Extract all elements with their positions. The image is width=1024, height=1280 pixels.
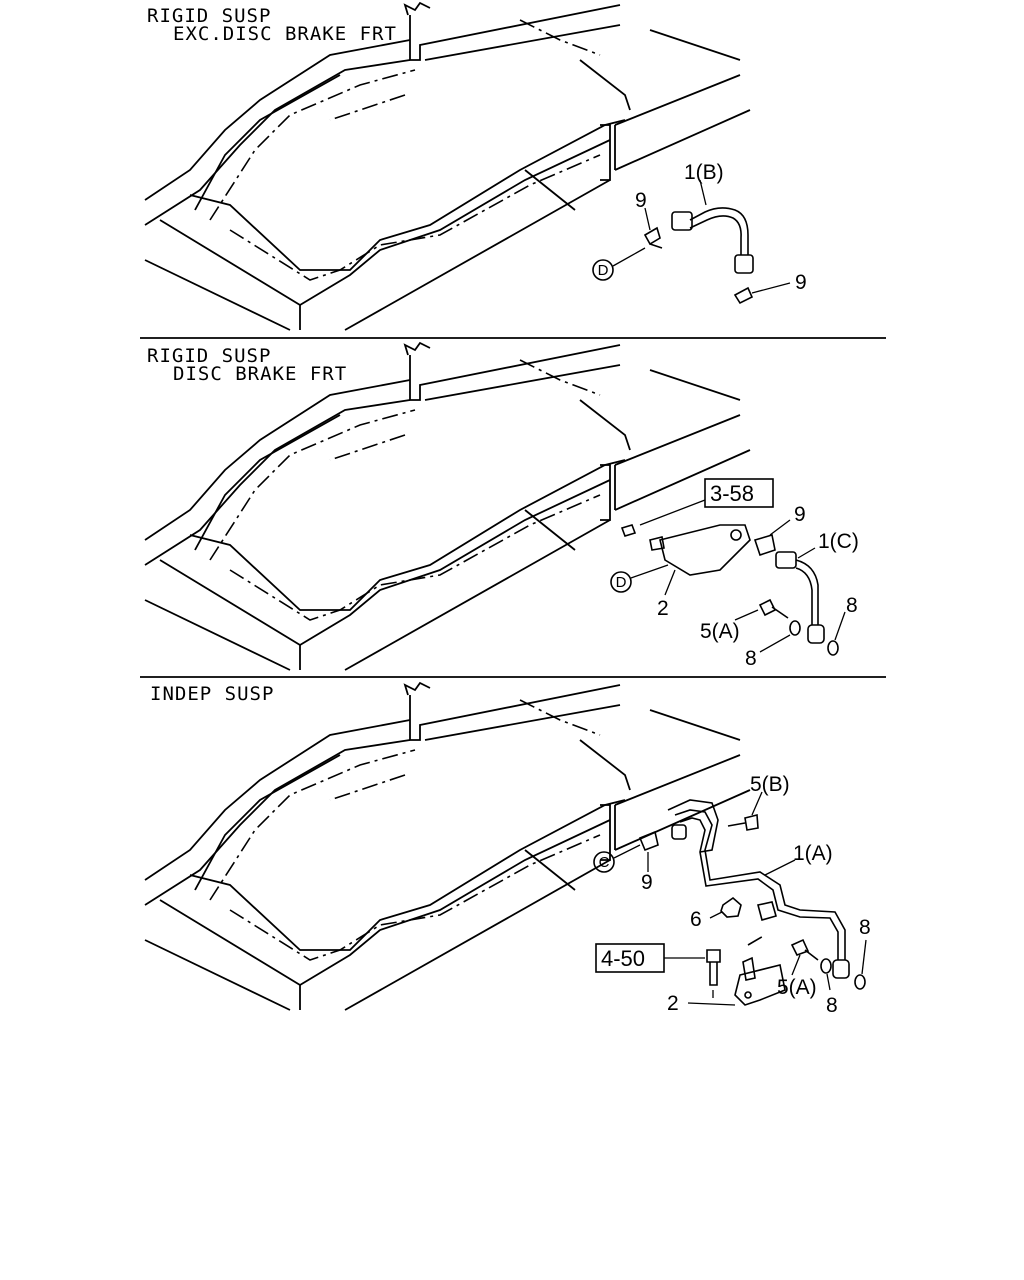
callout-6: 6 xyxy=(690,908,702,931)
washer-8a xyxy=(789,620,801,636)
bolt-4-50 xyxy=(706,949,721,998)
frame-illustration xyxy=(144,682,751,1011)
callout-5b: 5(B) xyxy=(750,773,790,796)
frame-illustration xyxy=(144,342,751,671)
circle-marker-c xyxy=(593,851,615,873)
bracket-2 xyxy=(687,934,786,1006)
bolt-5a xyxy=(734,598,789,621)
callout-8b: 8 xyxy=(826,994,838,1017)
washer-8a xyxy=(854,974,866,990)
clip-top xyxy=(643,207,663,249)
circle-marker-label: C xyxy=(599,854,610,871)
frame-illustration xyxy=(144,2,751,331)
circle-marker-d xyxy=(592,259,614,281)
circle-marker-label: D xyxy=(616,574,627,591)
callout-1a: 1(A) xyxy=(793,842,833,865)
callout-1c: 1(C) xyxy=(818,530,859,553)
callout-5a: 5(A) xyxy=(700,620,740,643)
washer-8b xyxy=(820,958,832,974)
reference-label: 3-58 xyxy=(710,481,754,506)
section-title-line2: DISC BRAKE FRT xyxy=(173,363,347,385)
section-rigid-exc-disc: RIGID SUSP EXC.DISC BRAKE FRT 1(B) 9 9 D xyxy=(144,2,807,331)
circle-marker-d xyxy=(610,571,632,593)
clip-9 xyxy=(753,519,791,557)
nut-6 xyxy=(709,896,742,919)
brake-pipe-1a xyxy=(667,799,850,979)
section-title-line2: EXC.DISC BRAKE FRT xyxy=(173,23,397,45)
section-rigid-disc: RIGID SUSP DISC BRAKE FRT 3-58 2 D 9 xyxy=(144,342,859,671)
bolt-5b xyxy=(727,791,763,831)
bracket-2 xyxy=(620,524,751,596)
section-title-line1: RIGID SUSP xyxy=(147,5,271,27)
callout-1b: 1(B) xyxy=(684,161,724,184)
washer-8b xyxy=(827,640,839,656)
callout-9-bottom: 9 xyxy=(795,271,807,294)
callout-8b: 8 xyxy=(846,594,858,617)
clip-bottom xyxy=(733,282,791,305)
callout-2: 2 xyxy=(657,597,669,620)
circle-marker-label: D xyxy=(598,262,609,279)
brake-hose-1c xyxy=(775,547,825,644)
callout-9: 9 xyxy=(794,503,806,526)
callout-5a: 5(A) xyxy=(777,976,817,999)
clip-9 xyxy=(638,830,659,872)
reference-box-3-58 xyxy=(704,478,774,508)
callout-9: 9 xyxy=(641,871,653,894)
reference-label: 4-50 xyxy=(601,946,645,971)
callout-8a: 8 xyxy=(859,916,871,939)
section-indep: INDEP SUSP 5(B) 1(A) C 9 6 xyxy=(144,682,871,1017)
callout-9-top: 9 xyxy=(635,189,647,212)
brake-hose-1b xyxy=(671,179,754,274)
section-title-line1: RIGID SUSP xyxy=(147,345,271,367)
callout-8a: 8 xyxy=(745,647,757,670)
section-title-line1: INDEP SUSP xyxy=(150,683,274,705)
bolt-5a xyxy=(790,938,819,976)
callout-2: 2 xyxy=(667,992,679,1015)
